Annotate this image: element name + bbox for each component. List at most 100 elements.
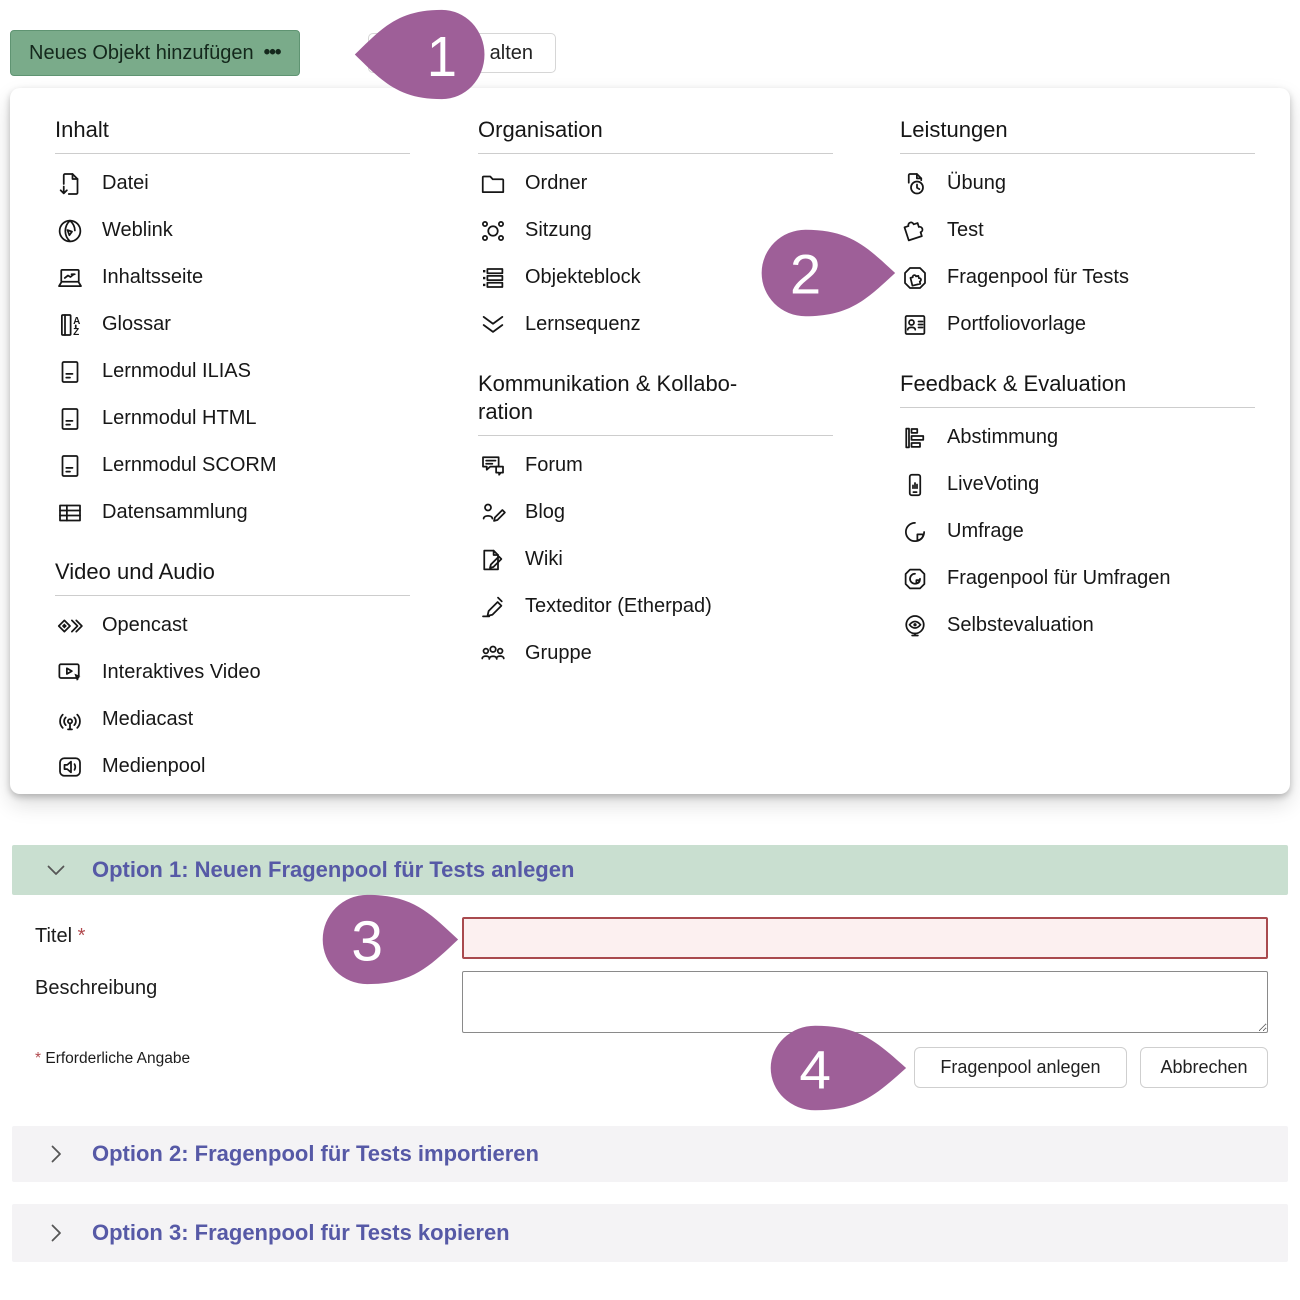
menu-item-opencast[interactable]: Opencast — [55, 602, 410, 649]
content-page-icon — [55, 263, 85, 293]
menu-item-label: Medienpool — [102, 755, 206, 777]
menu-item-label: Lernmodul SCORM — [102, 454, 277, 476]
partially-hidden-button[interactable]: alten — [368, 33, 556, 73]
menu-item-objekteblock[interactable]: Objekteblock — [478, 254, 833, 301]
ellipsis-icon: ••• — [263, 42, 282, 63]
title-input[interactable] — [462, 917, 1268, 959]
menu-item-label: Forum — [525, 454, 583, 476]
menu-section-title: Organisation — [478, 117, 603, 142]
svg-text:4: 4 — [799, 1040, 831, 1100]
menu-item-lernmodul-ilias[interactable]: Lernmodul ILIAS — [55, 348, 410, 395]
menu-item-label: Opencast — [102, 614, 188, 636]
accordion-option1-header[interactable]: Option 1: Neuen Fragenpool für Tests anl… — [12, 845, 1288, 895]
accordion-option2-header[interactable]: Option 2: Fragenpool für Tests importier… — [12, 1126, 1288, 1182]
title-field-label: Titel * — [35, 925, 86, 947]
create-question-pool-button[interactable]: Fragenpool anlegen — [914, 1047, 1127, 1088]
chevron-right-icon — [44, 1142, 68, 1166]
menu-item-umfrage[interactable]: Umfrage — [900, 508, 1255, 555]
section-divider — [478, 153, 833, 154]
question-pool-test-icon — [900, 263, 930, 293]
learning-module-icon — [55, 357, 85, 387]
menu-item-label: Abstimmung — [947, 426, 1059, 448]
menu-item-test[interactable]: Test — [900, 207, 1255, 254]
menu-item-fragenpool-für-tests[interactable]: Fragenpool für Tests — [900, 254, 1255, 301]
forum-icon — [478, 451, 508, 481]
blog-icon — [478, 498, 508, 528]
menu-item-medienpool[interactable]: Medienpool — [55, 743, 410, 790]
menu-item-label: Texteditor (Etherpad) — [525, 595, 712, 617]
menu-item-label: Fragenpool für Umfragen — [947, 567, 1171, 589]
menu-item-label: Mediacast — [102, 708, 194, 730]
live-voting-icon — [900, 470, 930, 500]
menu-section-title: Leistungen — [900, 117, 1008, 142]
poll-icon — [900, 423, 930, 453]
menu-item-übung[interactable]: Übung — [900, 160, 1255, 207]
menu-item-ordner[interactable]: Ordner — [478, 160, 833, 207]
menu-item-gruppe[interactable]: Gruppe — [478, 630, 833, 677]
menu-item-label: Übung — [947, 172, 1006, 194]
menu-item-label: Portfoliovorlage — [947, 313, 1086, 335]
menu-item-label: LiveVoting — [947, 473, 1040, 495]
cancel-button-label: Abbrechen — [1160, 1057, 1248, 1077]
menu-item-label: Interaktives Video — [102, 661, 261, 683]
required-field-note: * Erforderliche Angabe — [35, 1050, 191, 1067]
accordion-option3-label: Option 3: Fragenpool für Tests kopieren — [92, 1220, 510, 1245]
section-divider — [55, 595, 410, 596]
menu-item-fragenpool-für-umfragen[interactable]: Fragenpool für Umfragen — [900, 555, 1255, 602]
menu-item-livevoting[interactable]: LiveVoting — [900, 461, 1255, 508]
menu-item-label: Sitzung — [525, 219, 592, 241]
section-divider — [55, 153, 410, 154]
chevron-down-icon — [44, 858, 68, 882]
menu-item-lernmodul-scorm[interactable]: Lernmodul SCORM — [55, 442, 410, 489]
learning-module-icon — [55, 451, 85, 481]
menu-item-texteditor-etherpad[interactable]: Texteditor (Etherpad) — [478, 583, 833, 630]
menu-item-interaktives-video[interactable]: Interaktives Video — [55, 649, 410, 696]
menu-item-label: Objekteblock — [525, 266, 641, 288]
menu-item-wiki[interactable]: Wiki — [478, 536, 833, 583]
description-textarea[interactable] — [462, 971, 1268, 1033]
learning-sequence-icon — [478, 310, 508, 340]
menu-item-portfoliovorlage[interactable]: Portfoliovorlage — [900, 301, 1255, 348]
menu-item-sitzung[interactable]: Sitzung — [478, 207, 833, 254]
menu-item-label: Lernsequenz — [525, 313, 641, 335]
menu-item-lernsequenz[interactable]: Lernsequenz — [478, 301, 833, 348]
menu-item-lernmodul-html[interactable]: Lernmodul HTML — [55, 395, 410, 442]
opencast-icon — [55, 611, 85, 641]
partially-hidden-button-label: alten — [489, 41, 533, 64]
menu-item-mediacast[interactable]: Mediacast — [55, 696, 410, 743]
session-icon — [478, 216, 508, 246]
menu-item-blog[interactable]: Blog — [478, 489, 833, 536]
menu-item-label: Gruppe — [525, 642, 592, 664]
item-group-icon — [478, 263, 508, 293]
mediacast-icon — [55, 705, 85, 735]
create-question-pool-button-label: Fragenpool anlegen — [940, 1057, 1101, 1077]
menu-item-label: Wiki — [525, 548, 563, 570]
media-pool-icon — [55, 752, 85, 782]
file-icon — [55, 169, 85, 199]
accordion-option1-label: Option 1: Neuen Fragenpool für Tests anl… — [92, 857, 575, 882]
test-icon — [900, 216, 930, 246]
add-new-object-label: Neues Objekt hinzufügen — [29, 41, 254, 64]
menu-item-selbstevaluation[interactable]: Selbstevaluation — [900, 602, 1255, 649]
cancel-button[interactable]: Abbrechen — [1140, 1047, 1268, 1088]
menu-item-weblink[interactable]: Weblink — [55, 207, 410, 254]
menu-item-inhaltsseite[interactable]: Inhaltsseite — [55, 254, 410, 301]
menu-item-abstimmung[interactable]: Abstimmung — [900, 414, 1255, 461]
menu-item-label: Glossar — [102, 313, 171, 335]
menu-item-datensammlung[interactable]: Datensammlung — [55, 489, 410, 536]
add-new-object-button[interactable]: Neues Objekt hinzufügen ••• — [10, 30, 300, 76]
menu-item-label: Ordner — [525, 172, 588, 194]
menu-item-forum[interactable]: Forum — [478, 442, 833, 489]
accordion-option3-header[interactable]: Option 3: Fragenpool für Tests kopieren — [12, 1204, 1288, 1262]
menu-item-datei[interactable]: Datei — [55, 160, 410, 207]
text-editor-icon — [478, 592, 508, 622]
question-pool-survey-icon — [900, 564, 930, 594]
menu-item-label: Datensammlung — [102, 501, 248, 523]
menu-item-label: Test — [947, 219, 984, 241]
